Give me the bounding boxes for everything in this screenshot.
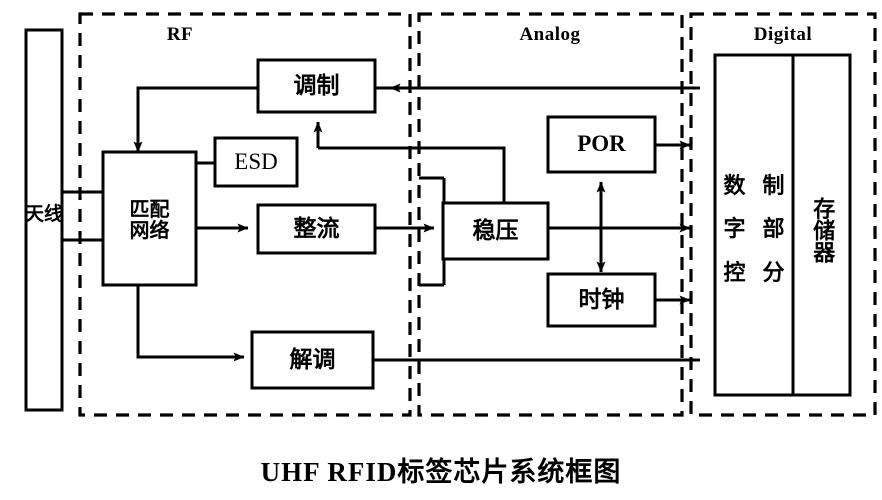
region-analog-boundary	[417, 12, 684, 417]
block-rectifier[interactable]	[256, 203, 377, 255]
region-label-analog: Analog	[519, 24, 581, 45]
wire-matching-to-esd	[194, 161, 215, 181]
wire-matching-to-demodulator	[136, 285, 245, 362]
block-demodulator[interactable]	[250, 330, 375, 390]
functional-blocks	[24, 28, 852, 412]
block-regulator[interactable]	[441, 201, 550, 261]
block-esd[interactable]	[213, 136, 299, 188]
block-antenna[interactable]	[24, 28, 64, 412]
block-modulator[interactable]	[256, 58, 377, 114]
caption-cn-part: 标签芯片系统框图	[397, 457, 622, 488]
block-matching-network[interactable]	[101, 150, 198, 287]
wire-modulator-to-matching	[133, 86, 258, 153]
region-dashed-boundaries	[78, 12, 877, 417]
figure-caption: UHF RFID标签芯片系统框图	[0, 450, 882, 489]
block-clock[interactable]	[546, 272, 657, 328]
wire-regulator-feed-modulator	[318, 146, 506, 205]
caption-latin-part: UHF RFID	[260, 457, 398, 487]
region-digital-boundary	[689, 12, 877, 417]
region-rf-boundary	[78, 12, 412, 417]
block-digital-control[interactable]	[713, 53, 795, 397]
region-label-rf: RF	[166, 24, 194, 45]
region-label-digital: Digital	[753, 24, 813, 45]
block-por[interactable]	[546, 115, 657, 174]
block-memory[interactable]	[791, 53, 852, 397]
